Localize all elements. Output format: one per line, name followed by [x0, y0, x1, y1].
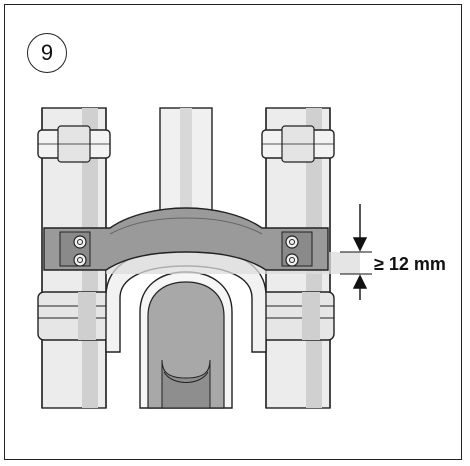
clearance-measurement-label: ≥ 12 mm — [374, 254, 446, 274]
tire — [139, 271, 233, 409]
left-top-clamp — [37, 125, 111, 163]
dimension-arrows — [340, 204, 372, 300]
steerer-tube — [159, 107, 213, 219]
step-number: 9 — [40, 40, 54, 65]
step-number-badge: 9 — [27, 33, 67, 73]
right-crown-bolts — [285, 235, 299, 267]
left-crown-bolts — [73, 235, 87, 267]
right-lower-leg — [261, 291, 335, 341]
right-top-clamp — [261, 125, 335, 163]
left-lower-leg — [37, 291, 111, 341]
